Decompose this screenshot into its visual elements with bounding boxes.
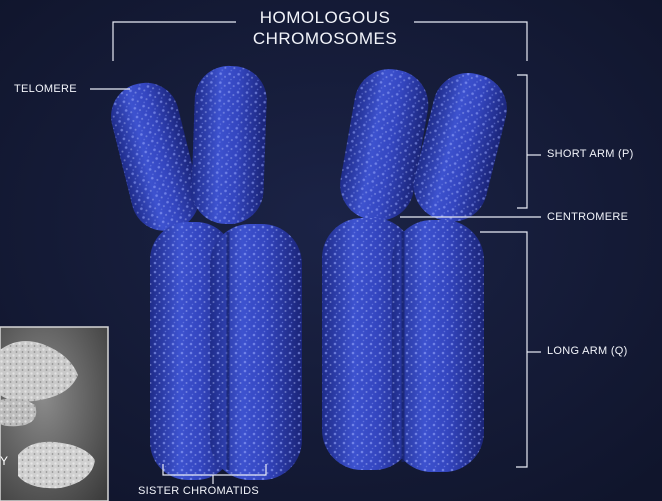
telomere-label: TELOMERE	[14, 84, 77, 95]
centromere-label: CENTROMERE	[547, 212, 628, 223]
inset-letter-label: Y	[0, 455, 8, 467]
diagram-title: HOMOLOGOUS CHROMOSOMES	[200, 7, 450, 49]
short-arm-label: SHORT ARM (P)	[547, 149, 634, 160]
title-line-2: CHROMOSOMES	[200, 28, 450, 49]
long-arm-label: LONG ARM (Q)	[547, 346, 628, 357]
inset-micrograph	[0, 327, 108, 501]
title-line-1: HOMOLOGOUS	[200, 7, 450, 28]
sister-chromatids-label: SISTER CHROMATIDS	[138, 486, 259, 497]
